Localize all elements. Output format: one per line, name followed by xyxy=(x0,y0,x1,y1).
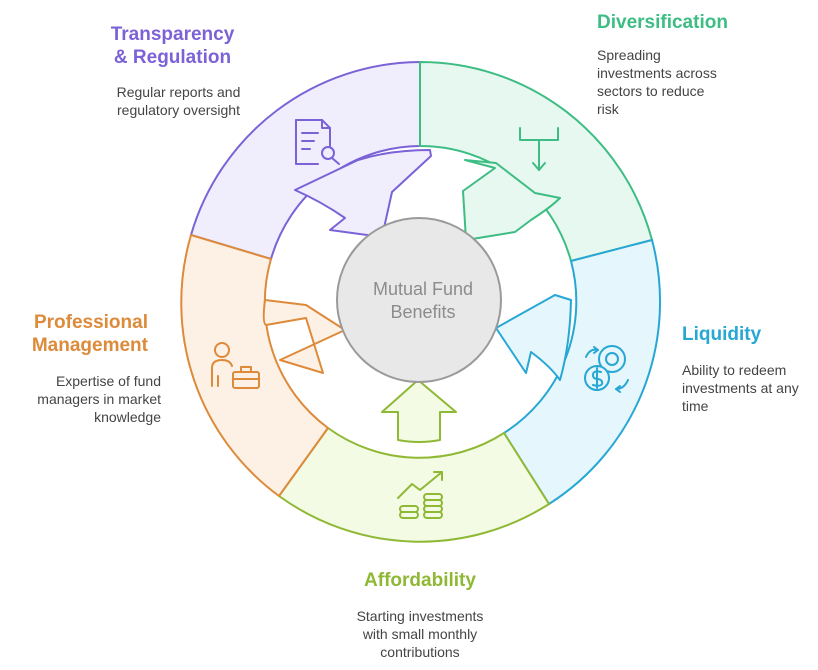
segment-diversification xyxy=(419,60,654,263)
arrow-affordability xyxy=(381,379,457,443)
center-label-line2: Benefits xyxy=(390,302,456,322)
segment-liquidity xyxy=(502,238,662,506)
coins-growth-icon xyxy=(397,471,443,519)
manager-briefcase-icon xyxy=(211,342,260,389)
transparency-title-line2: & Regulation xyxy=(113,47,232,68)
professional-desc-line2: managers in market xyxy=(37,391,161,407)
transparency-title: Transparency & Regulation xyxy=(100,23,245,69)
professional-desc-line1: Expertise of fund xyxy=(55,373,161,389)
diversification-description: Spreading investments across sectors to … xyxy=(597,46,747,118)
liquidity-title-line1: Liquidity xyxy=(682,324,762,345)
liquidity-description: Ability to redeem investments at any tim… xyxy=(682,361,816,415)
affordability-desc-line3: contributions xyxy=(380,644,460,660)
professional-title: Professional Management xyxy=(0,311,148,357)
diversification-title-line1: Diversification xyxy=(597,12,728,33)
document-search-icon xyxy=(295,119,340,165)
professional-title-line2: Management xyxy=(31,335,148,356)
center-label-line1: Mutual Fund xyxy=(372,279,474,299)
liquidity-desc-line1: Ability to redeem xyxy=(682,362,787,378)
professional-title-line1: Professional xyxy=(33,312,148,333)
funnel-arrow-icon xyxy=(519,127,559,171)
affordability-description: Starting investments with small monthly … xyxy=(320,607,520,661)
diversification-desc-line3: sectors to reduce xyxy=(597,83,705,99)
arrow-liquidity xyxy=(495,294,572,381)
affordability-desc-line2: with small monthly xyxy=(362,626,478,642)
affordability-title: Affordability xyxy=(320,569,520,592)
transparency-desc-line2: regulatory oversight xyxy=(117,102,240,118)
diversification-desc-line4: risk xyxy=(597,101,619,117)
affordability-desc-line1: Starting investments xyxy=(356,608,484,624)
arrow-professional xyxy=(262,299,346,374)
transparency-description: Regular reports and regulatory oversight xyxy=(96,83,261,119)
center-circle xyxy=(336,217,502,383)
liquidity-desc-line2: investments at any xyxy=(682,380,799,396)
professional-desc-line3: knowledge xyxy=(94,409,161,425)
coin-exchange-icon xyxy=(584,345,629,393)
arrow-transparency xyxy=(294,149,432,238)
segment-professional xyxy=(180,233,330,498)
diversification-desc-line2: investments across xyxy=(597,65,717,81)
affordability-title-line1: Affordability xyxy=(364,570,476,591)
transparency-title-line1: Transparency xyxy=(110,24,235,45)
diversification-desc-line1: Spreading xyxy=(597,47,661,63)
liquidity-desc-line3: time xyxy=(682,398,709,414)
center-label: Mutual Fund Benefits xyxy=(338,278,508,324)
liquidity-title: Liquidity xyxy=(682,323,761,346)
diversification-title: Diversification xyxy=(597,11,728,34)
transparency-desc-line1: Regular reports and xyxy=(116,84,241,100)
professional-description: Expertise of fund managers in market kno… xyxy=(0,372,161,426)
